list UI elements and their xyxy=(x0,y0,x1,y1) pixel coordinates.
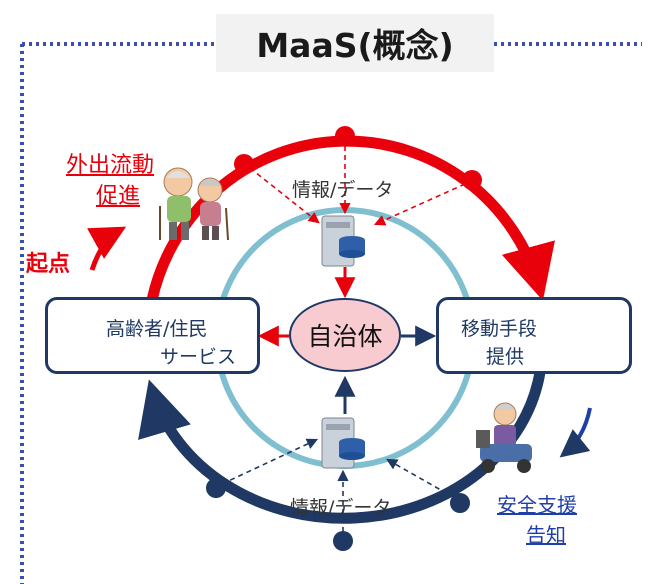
safety-label-line2: 告知 xyxy=(526,523,566,547)
mobility-label: 移動手段 xyxy=(461,318,538,340)
promote-label-line2: 促進 xyxy=(96,184,141,209)
elderly-couple-icon xyxy=(159,167,229,241)
services-label: サービス xyxy=(160,346,237,368)
municipality-node: 自治体 xyxy=(289,298,401,372)
residents-services-box: 高齢者/住民 サービス xyxy=(45,297,260,374)
start-arrow xyxy=(87,226,127,271)
database-server-icon xyxy=(321,215,365,267)
page-title: MaaS(概念) xyxy=(216,14,494,72)
elderly-on-scooter-icon xyxy=(476,402,532,473)
dotted-frame xyxy=(20,42,642,584)
provision-label: 提供 xyxy=(486,346,525,368)
red-dashed-arrows xyxy=(249,146,466,226)
info-data-bottom-label: 情報/データ xyxy=(290,497,392,519)
database-server-icon xyxy=(321,417,365,469)
safety-label-line1: 安全支援 xyxy=(497,493,577,517)
mobility-provision-box: 移動手段 提供 xyxy=(436,297,632,374)
start-point-label: 起点 xyxy=(26,252,71,277)
residents-label: 高齢者/住民 xyxy=(106,318,208,340)
safety-arrow xyxy=(559,407,592,458)
navy-dashed-arrows xyxy=(221,438,456,532)
red-arc-dots xyxy=(234,126,482,190)
promote-label-line1: 外出流動 xyxy=(66,153,155,178)
info-data-top-label: 情報/データ xyxy=(292,179,394,201)
